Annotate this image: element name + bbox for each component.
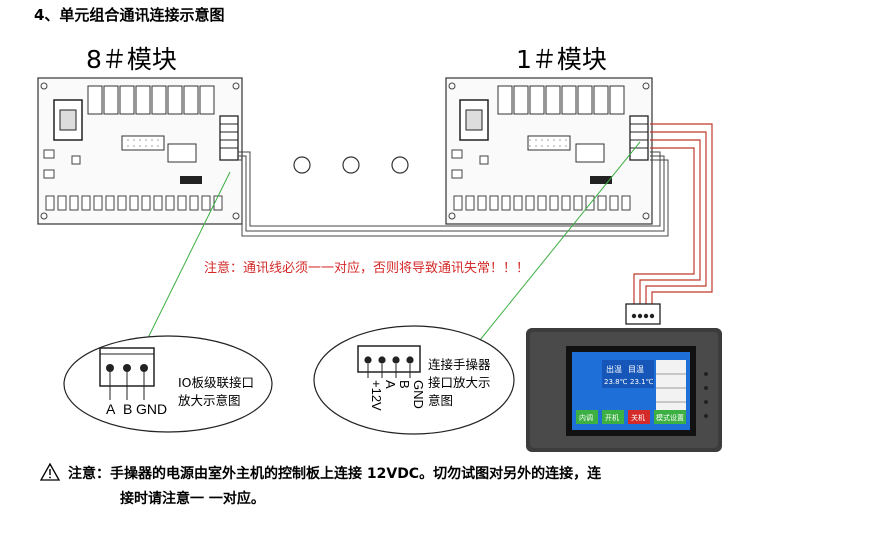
hmi-button-label: 模式设置 xyxy=(656,413,684,422)
handheld-wires xyxy=(633,123,713,304)
board-module-8 xyxy=(37,77,243,225)
module-8-title: 8＃模块 xyxy=(86,45,177,74)
io-label-line2: 放大示意图 xyxy=(178,393,241,408)
footer-note: 注意：手操器的电源由室外主机的控制板上连接 12VDC。切勿试图对另外的连接，连… xyxy=(68,462,601,512)
module-1-title: 1＃模块 xyxy=(516,45,607,74)
hand-pin-label: B xyxy=(397,380,412,389)
io-pin-label: A xyxy=(106,401,116,417)
hmi-button-label: 内调 xyxy=(579,413,593,422)
terminal-row xyxy=(453,195,631,211)
io-pin-label: B xyxy=(123,401,132,417)
hmi-cell: 23.1℃ xyxy=(630,378,654,386)
warning-triangle-icon xyxy=(39,462,61,481)
hand-label-line1: 连接手操器 xyxy=(428,357,491,372)
continuation-dots xyxy=(293,156,409,174)
hmi-button-label: 开机 xyxy=(605,413,619,422)
comm-cable xyxy=(238,151,669,237)
io-label-line1: IO板级联接口 xyxy=(178,375,255,390)
io-detail-label: IO板级联接口 放大示意图 xyxy=(178,374,254,410)
hand-pin-label: +12V xyxy=(369,380,384,411)
hmi-device: 出温 目温 23.8℃ 23.1℃ 内调 开机 关机 模式设置 xyxy=(526,328,722,452)
relay-row xyxy=(497,85,625,115)
terminal-row xyxy=(45,195,223,211)
io-pin-label: GND xyxy=(136,401,167,417)
hmi-button-label: 关机 xyxy=(631,413,645,422)
footer-line1: 注意：手操器的电源由室外主机的控制板上连接 12VDC。切勿试图对另外的连接，连 xyxy=(68,466,602,482)
hand-label-line3: 意图 xyxy=(428,393,454,408)
hand-pin-label: GND xyxy=(411,380,426,409)
handheld-terminal xyxy=(625,303,661,325)
hmi-cell: 23.8℃ xyxy=(604,378,628,386)
footer-line2: 接时请注意一 一对应。 xyxy=(120,491,265,507)
hand-label-line2: 接口放大示 xyxy=(428,375,491,390)
hmi-cell: 目温 xyxy=(628,365,644,374)
handheld-detail-label: 连接手操器 接口放大示 意图 xyxy=(428,356,491,410)
relay-row xyxy=(87,85,215,115)
hand-pin-label: A xyxy=(383,380,398,389)
board-module-1 xyxy=(445,77,653,225)
hmi-cell: 出温 xyxy=(606,364,622,374)
heading: 4、单元组合通讯连接示意图 xyxy=(34,6,225,24)
comm-warning-note: 注意：通讯线必须一一对应，否则将导致通讯失常！！！ xyxy=(204,261,530,276)
leader-lines xyxy=(141,141,641,351)
